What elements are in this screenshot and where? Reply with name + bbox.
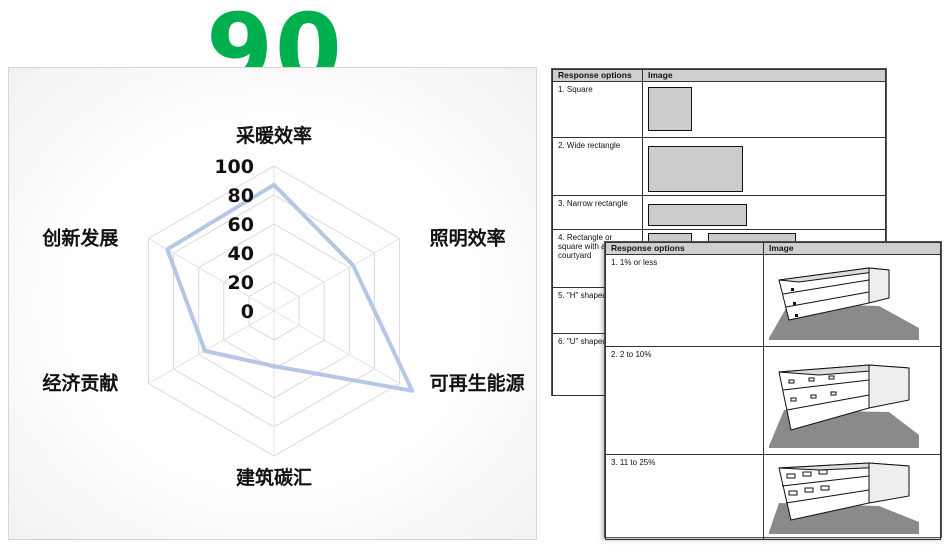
header-response-options: Response options [605, 242, 764, 255]
option-label: 1. 1% or less [605, 254, 764, 347]
option-label: 3. Narrow rectangle [552, 195, 643, 230]
tick-label: 40 [228, 243, 254, 265]
table-row: 2. Wide rectangle [552, 137, 886, 196]
axis-label: 创新发展 [41, 227, 118, 250]
radar-chart-card: 采暖效率照明效率可再生能源建筑碳汇 经济贡献 创新发展 100 80 60 40 20 0 [8, 67, 537, 540]
header-image: Image [642, 69, 886, 82]
response-table-window-ratio: Response options Image 1. 1% or less [604, 241, 942, 540]
table-header-row: Response options Image [552, 69, 886, 82]
shape-wide-rectangle-image [642, 137, 886, 196]
building-illustration [769, 364, 919, 448]
grid-spoke [273, 310, 400, 384]
building-illustration [769, 462, 919, 534]
axis-label: 采暖效率 [236, 124, 312, 147]
grid-spoke [273, 238, 400, 312]
building-image-3 [763, 454, 941, 540]
building-image-1 [763, 254, 941, 347]
building-illustration [769, 267, 919, 340]
building-image-2 [763, 346, 941, 455]
tick-label: 80 [228, 185, 254, 207]
axis-label: 照明效率 [430, 227, 506, 250]
option-label: 2. Wide rectangle [552, 137, 643, 196]
table-row: 2. 2 to 10% [605, 346, 941, 455]
axis-label: 建筑碳汇 [236, 466, 312, 489]
table-row: 1. 1% or less [605, 254, 941, 347]
option-label: 2. 2 to 10% [605, 346, 764, 455]
tick-label: 0 [241, 301, 254, 323]
grid-spoke [148, 310, 275, 384]
option-label: 3. 11 to 25% [605, 454, 764, 540]
axis-label: 经济贡献 [42, 372, 118, 395]
axis-label: 可再生能源 [430, 372, 525, 395]
series-line [165, 182, 415, 393]
tick-label: 20 [228, 272, 254, 294]
tick-label: 60 [228, 214, 254, 236]
option-label: 1. Square [552, 81, 643, 138]
header-image: Image [763, 242, 941, 255]
table-row: 3. 11 to 25% [605, 454, 941, 540]
table-row: 3. Narrow rectangle [552, 195, 886, 230]
shape-square-image [642, 81, 886, 138]
tick-label: 100 [214, 156, 254, 178]
table-row: 1. Square [552, 81, 886, 138]
header-response-options: Response options [552, 69, 643, 82]
table-header-row: Response options Image [605, 242, 941, 255]
shape-narrow-rectangle-image [642, 195, 886, 230]
